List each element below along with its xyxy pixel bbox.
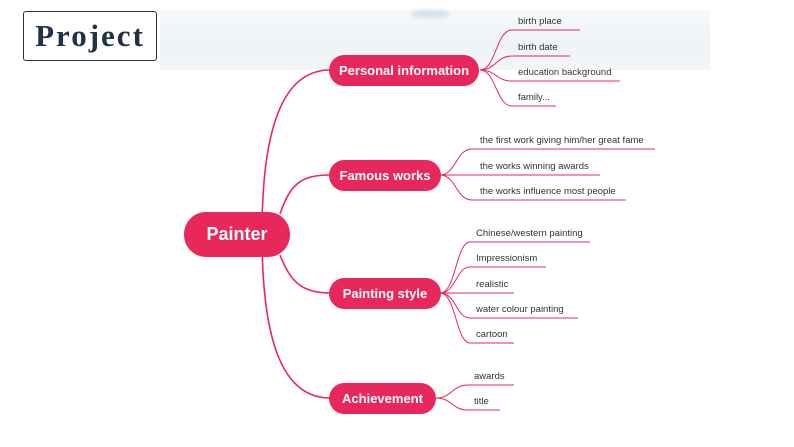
connector-leaf-influence (439, 174, 626, 201)
connector-leaf-first-work (439, 148, 655, 176)
connector-leaf-title (435, 397, 500, 411)
leaf-water-colour-painting: water colour painting (476, 304, 564, 315)
connector-leaf-education-background (479, 69, 620, 82)
connector-leaf-impressionism (439, 266, 546, 294)
leaf-impressionism: Impressionism (476, 253, 538, 264)
page-title: Project (35, 18, 145, 53)
leaf-first-work-great-fame: the first work giving him/her great fame (480, 135, 644, 146)
connector-root-achievement (261, 233, 331, 399)
branch-node-painting-style: Painting style (329, 278, 441, 309)
leaf-title: title (474, 396, 489, 407)
leaf-awards: awards (474, 371, 505, 382)
connector-leaf-birth-place (479, 29, 580, 71)
leaf-family: family... (518, 92, 551, 103)
project-title-box: Project (23, 11, 157, 61)
leaf-realistic: realistic (476, 279, 509, 290)
branch-node-famous-works: Famous works (329, 160, 441, 191)
leaf-works-winning-awards: the works winning awards (480, 161, 589, 172)
leaf-birth-date: birth date (518, 42, 558, 53)
connector-leaf-cartoon (439, 292, 514, 344)
connector-leaf-family (479, 69, 556, 107)
connector-leaf-awards (435, 384, 514, 399)
branch-node-achievement: Achievement (329, 383, 436, 414)
connector-leaf-chinese-western (439, 241, 590, 294)
connector-leaf-birth-date (479, 55, 570, 71)
leaf-cartoon: cartoon (476, 329, 508, 340)
leaf-works-influence-most-people: the works influence most people (480, 186, 616, 197)
root-node-painter: Painter (184, 212, 290, 257)
connector-root-painting-style (279, 254, 331, 294)
connector-root-famous-works (279, 174, 331, 215)
leaf-chinese-western-painting: Chinese/western painting (476, 228, 583, 239)
decorative-smudge (410, 10, 450, 18)
leaf-education-background: education background (518, 67, 612, 78)
connector-root-personal-information (261, 69, 331, 235)
branch-node-personal-information: Personal information (329, 55, 479, 86)
leaf-birth-place: birth place (518, 16, 562, 27)
